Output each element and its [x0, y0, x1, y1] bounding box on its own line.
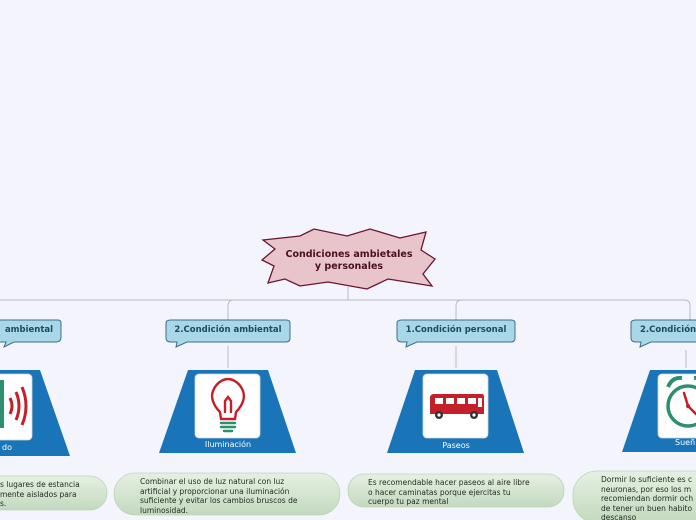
note-text-paseos: Es recomendable hacer paseos al aire lib…	[368, 478, 530, 506]
note-pill-sonido[interactable]	[0, 475, 108, 511]
lightbulb-tile	[194, 373, 261, 439]
subtopic-label-condicion-ambiental: 2.Condición ambiental	[174, 325, 282, 335]
bus-icon	[430, 394, 484, 419]
note-pill-sueno[interactable]	[572, 470, 696, 520]
subtopic-bubble-condicion-ambiental[interactable]	[165, 319, 291, 348]
central-title-line-2: y personales	[314, 261, 384, 272]
central-title-line-1: Condiciones ambietales	[285, 249, 413, 260]
subtopic-label-condicion-personal: 1.Condición personal	[405, 325, 507, 335]
subtopic-bubble-ambiental[interactable]	[0, 319, 62, 349]
connectors	[0, 287, 691, 368]
card-label-iluminacion: Iluminación	[204, 440, 252, 449]
central-topic-shape[interactable]	[260, 228, 436, 290]
central-topic-title: Condiciones ambietales y personales	[278, 249, 420, 273]
subtopic-bubble-condicion-personal[interactable]	[396, 319, 516, 348]
lightbulb-icon	[210, 377, 246, 433]
sound-waves-icon	[0, 380, 28, 428]
alarm-clock-icon	[666, 375, 696, 428]
note-text-sueno: Dormir lo suficiente es c neuronas, por …	[601, 475, 694, 520]
note-text-iluminacion: Combinar el uso de luz natural con luz a…	[140, 477, 298, 515]
subtopic-bubble-condicion[interactable]	[630, 319, 696, 348]
note-pill-iluminacion[interactable]	[113, 472, 341, 516]
card-label-sonido: do	[2, 443, 12, 452]
subtopic-label-condicion: 2.Condición	[640, 325, 696, 335]
card-label-sueno: Sueñ	[675, 438, 696, 447]
subtopic-label-ambiental: ambiental	[4, 325, 54, 335]
note-text-sonido: s lugares de estancia mente aislados par…	[0, 480, 80, 508]
note-pill-paseos[interactable]	[347, 473, 565, 508]
card-label-paseos: Paseos	[442, 441, 470, 450]
